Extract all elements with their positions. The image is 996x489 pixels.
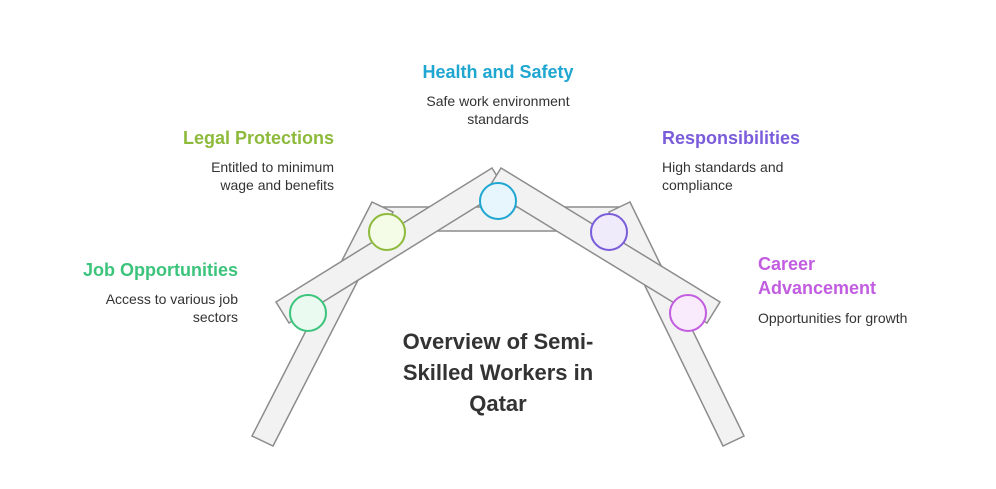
item-description: High standards and compliance (662, 159, 784, 193)
item-description: Access to various job sectors (105, 291, 238, 325)
job-opportunities-marker (289, 294, 327, 332)
item-title: Responsibilities (662, 128, 801, 148)
diagram-title: Overview of Semi-Skilled Workers in Qata… (402, 329, 594, 416)
item-title: Legal Protections (182, 128, 334, 148)
health-safety-label: Health and Safety Safe work environment … (398, 60, 598, 128)
career-advancement-label: Career Advancement Opportunities for gro… (758, 252, 958, 327)
job-opportunities-label: Job Opportunities Access to various job … (38, 258, 238, 326)
legal-protections-label: Legal Protections Entitled to minimum wa… (134, 126, 334, 194)
item-title: Job Opportunities (83, 260, 238, 280)
legal-protections-marker (368, 213, 406, 251)
item-description: Opportunities for growth (758, 310, 908, 326)
career-advancement-marker (669, 294, 707, 332)
item-description: Safe work environment standards (426, 93, 570, 127)
responsibilities-marker (590, 213, 628, 251)
item-title: Health and Safety (422, 62, 574, 82)
health-safety-marker (479, 182, 517, 220)
item-description: Entitled to minimum wage and benefits (211, 159, 334, 193)
item-title: Career Advancement (758, 254, 877, 298)
responsibilities-label: Responsibilities High standards and comp… (662, 126, 862, 194)
